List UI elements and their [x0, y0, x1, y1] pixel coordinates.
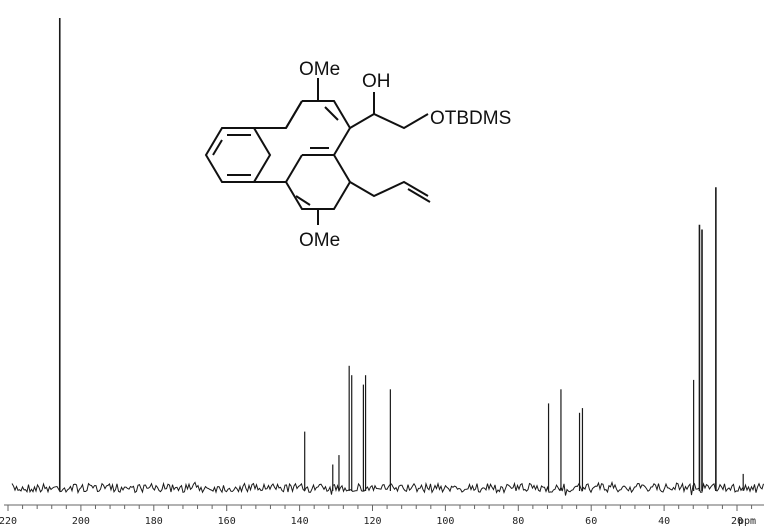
x-tick-label: 220 [0, 516, 17, 527]
x-axis-ruler [4, 504, 764, 511]
methoxy-label-bottom: OMe [299, 230, 340, 251]
x-axis-tick-labels: 220 200 180 160 140 120 100 80 60 40 20 [0, 516, 743, 527]
x-tick-label: 40 [658, 516, 670, 527]
side-chain [349, 112, 429, 130]
double-bond [407, 188, 431, 203]
x-tick-label: 100 [436, 516, 454, 527]
chemical-structure [204, 78, 431, 225]
ring-bond [285, 100, 303, 129]
benzene-ring [204, 127, 272, 183]
hydroxyl-label: OH [362, 71, 391, 92]
x-tick-label: 160 [218, 516, 236, 527]
allyl-chain [349, 180, 429, 198]
double-bond [295, 195, 311, 206]
x-unit-label: ppm [738, 516, 756, 527]
ring-bond [302, 100, 352, 183]
x-tick-label: 140 [291, 516, 309, 527]
peaks [58, 18, 744, 491]
x-tick-label: 120 [363, 516, 381, 527]
x-tick-label: 180 [145, 516, 163, 527]
baseline-noise [11, 480, 764, 496]
double-bond [324, 106, 339, 121]
x-tick-label: 200 [72, 516, 90, 527]
otbdms-label: OTBDMS [430, 108, 511, 129]
double-bond [212, 139, 223, 156]
baseline-trace [11, 480, 764, 496]
x-tick-label: 80 [512, 516, 524, 527]
ring-bond [254, 181, 351, 210]
x-tick-label: 20 [731, 516, 743, 527]
x-tick-label: 60 [585, 516, 597, 527]
ring-bond [285, 154, 303, 183]
methoxy-label-top: OMe [299, 59, 340, 80]
